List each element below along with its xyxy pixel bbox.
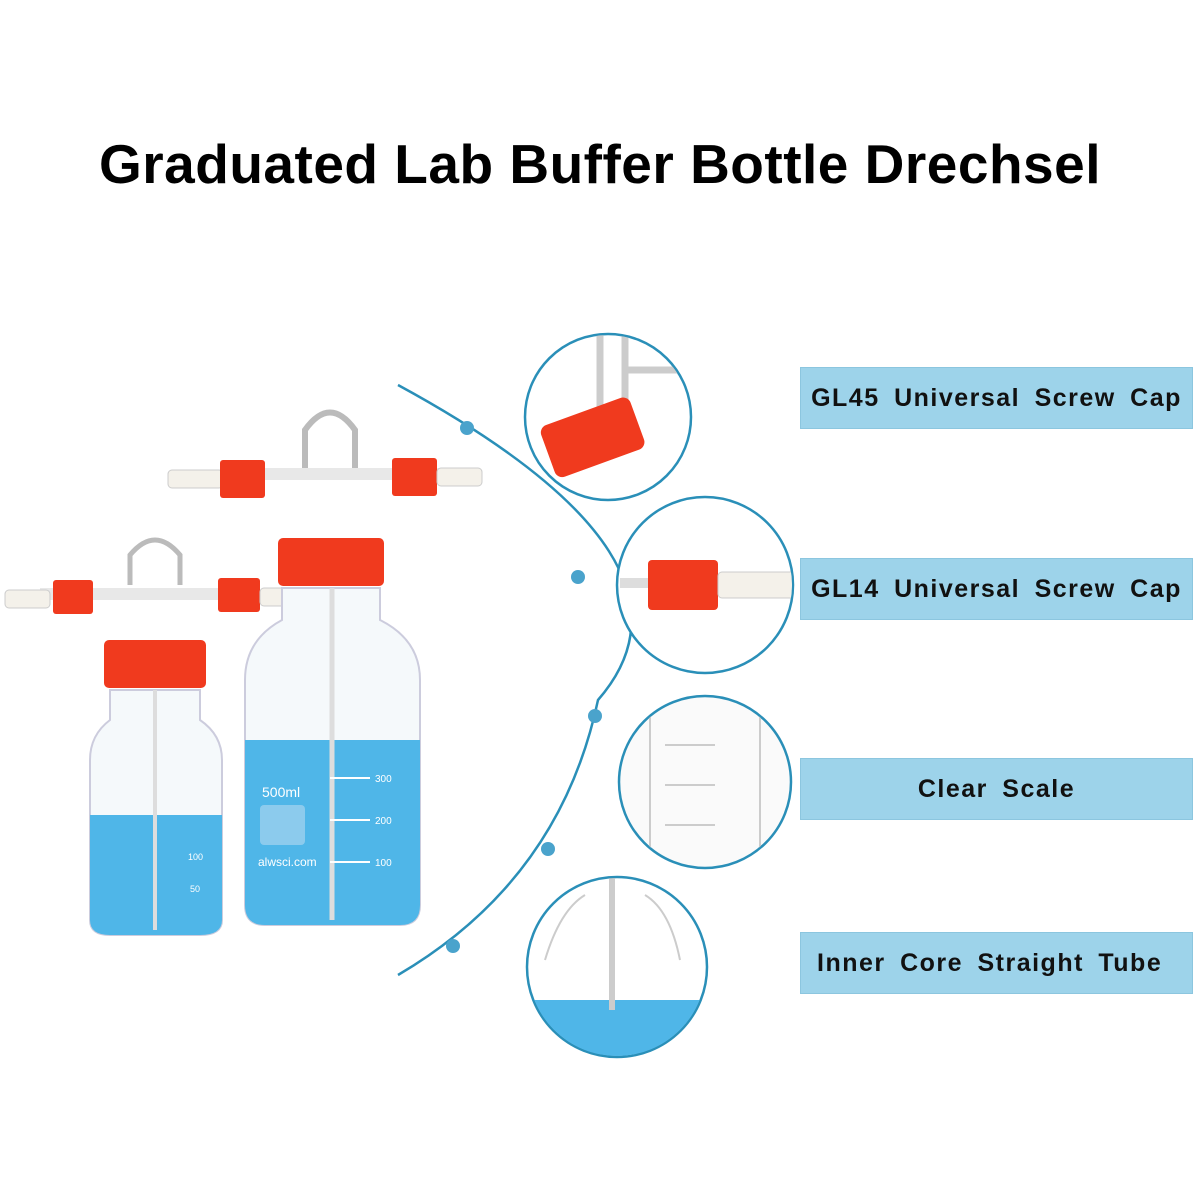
small-mark: 100 — [188, 852, 203, 862]
scale-mark: 300 — [375, 774, 392, 785]
feature-label-gl14: GL14 Universal Screw Cap — [800, 558, 1193, 620]
connector-dots — [446, 421, 602, 953]
small-mark: 50 — [190, 884, 200, 894]
volume-text: 500ml — [262, 784, 300, 800]
graduation-scale-closeup-icon — [617, 694, 793, 870]
feature-label-inner-tube: Inner Core Straight Tube — [800, 932, 1193, 994]
feature-label-clear-scale: Clear Scale — [800, 758, 1193, 820]
page-title: Graduated Lab Buffer Bottle Drechsel — [98, 133, 1102, 195]
scale-mark: 100 — [375, 858, 392, 869]
hose-connector-closeup-icon — [615, 495, 795, 675]
connector-arc — [397, 383, 633, 977]
scale-mark: 200 — [375, 816, 392, 827]
brand-text: alwsci.com — [258, 855, 317, 869]
feature-label-gl45: GL45 Universal Screw Cap — [800, 367, 1193, 429]
screw-cap-closeup-icon — [523, 332, 693, 502]
large-bottle: 300 200 100 500ml alwsci.com — [167, 409, 483, 926]
inner-tube-closeup-icon — [525, 875, 709, 1059]
